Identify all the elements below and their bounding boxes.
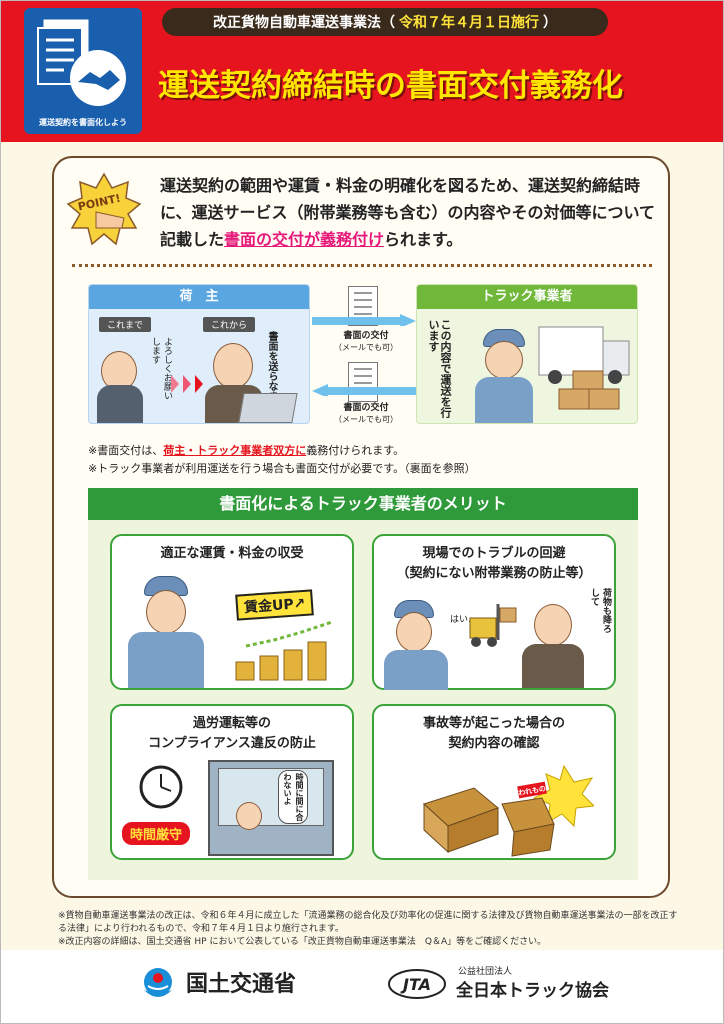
- main-card: POINT! 運送契約の範囲や運賃・料金の明確化を図るため、運送契約締結時に、運…: [52, 156, 670, 898]
- merit-3-title: 過労運転等の コンプライアンス違反の防止: [148, 716, 316, 751]
- intro-text-main: 運送契約の範囲や運賃・料金の明確化を図るため、運送契約締結時に、運送サービス（附…: [160, 176, 656, 249]
- after-speech: 書面を送らなきゃ: [266, 331, 277, 411]
- notes: ※書面交付は、荷主・トラック事業者双方に義務付けられます。 ※トラック事業者が利…: [88, 442, 476, 478]
- merit-1-title: 適正な運賃・料金の収受: [160, 546, 304, 561]
- merit-1-face: [146, 590, 186, 634]
- shipper-before-body: [97, 385, 143, 423]
- footnote-1: ※貨物自動車運送事業法の改正は、令和６年４月に成立した「流通業務の総合化及び効率…: [58, 911, 678, 934]
- merit-avoid-trouble: 現場でのトラブルの回避 （契約にない附帯業務の防止等） はい… 荷物も降ろして: [372, 534, 616, 690]
- merit-compliance: 過労運転等の コンプライアンス違反の防止 時間厳守 時間に間に合わないよ: [110, 704, 354, 860]
- note-1-highlight: 荷主・トラック事業者双方に: [163, 444, 307, 457]
- jta-logo-icon: JTA: [388, 969, 446, 999]
- laptop-icon: [238, 393, 298, 423]
- arrow-left-icon: [312, 384, 416, 396]
- note-2: ※トラック事業者が利用運送を行う場合も書面交付が必要です。（裏面を参照）: [88, 462, 476, 475]
- intro-highlight: 書面の交付が義務付け: [224, 230, 385, 249]
- on-time-stamp: 時間厳守: [122, 822, 191, 845]
- merit-2-shipper-body: [522, 644, 584, 688]
- mlit-logo-icon: [144, 968, 172, 997]
- law-effective-pill: 改正貨物自動車運送事業法（令和７年４月１日施行）: [162, 8, 608, 36]
- merit-fair-fare: 適正な運賃・料金の収受 賃金UP↗: [110, 534, 354, 690]
- document-handshake-icon: [37, 19, 126, 106]
- carrier-panel: トラック事業者 この内容で運送を行います: [416, 284, 638, 424]
- footer: 国土交通省 JTA 公益社団法人 全日本トラック協会: [0, 950, 724, 1024]
- doc-label-1: 書面の交付 （メールでも可）: [316, 330, 416, 354]
- mlit-name: 国土交通省: [186, 972, 297, 997]
- carrier-speech: この内容で運送を行います: [427, 319, 452, 418]
- shipper-before-face: [101, 351, 137, 391]
- carrier-header: トラック事業者: [417, 285, 637, 309]
- doc-label-2-main: 書面の交付: [343, 403, 389, 413]
- note-1-a: ※書面交付は、: [88, 444, 164, 457]
- doc-label-1-main: 書面の交付: [343, 331, 389, 341]
- coin-stack-icon: [235, 620, 333, 681]
- page-title: 運送契約締結時の書面交付義務化: [158, 68, 623, 104]
- merit-2-body: [384, 650, 448, 690]
- merit-2-speech-a: はい…: [450, 615, 478, 625]
- law-pill-close: ）: [543, 15, 557, 31]
- intro-text-end: られます。: [384, 230, 463, 249]
- doc-label-2: 書面の交付 （メールでも可）: [316, 402, 416, 426]
- contract-logo: 運送契約を書面化しよう: [24, 8, 142, 134]
- jta-name: 全日本トラック協会: [456, 981, 609, 1001]
- note-1: ※書面交付は、荷主・トラック事業者双方に義務付けられます。: [88, 442, 476, 460]
- arrow-right-icon: [312, 314, 416, 326]
- jta-logo-text: JTA: [400, 975, 431, 994]
- before-tag: これまで: [99, 317, 152, 332]
- clock-icon: [139, 765, 183, 809]
- divider: [72, 264, 652, 267]
- after-tag: これから: [203, 317, 256, 332]
- jta-org-type: 公益社団法人: [458, 967, 513, 977]
- merits-heading: 書面化によるトラック事業者のメリット: [88, 488, 638, 520]
- footnotes: ※貨物自動車運送事業法の改正は、令和６年４月に成立した「流通業務の総合化及び効率…: [58, 910, 678, 949]
- document-icon-2: [348, 362, 378, 402]
- fare-up-stamp: 賃金UP↗: [235, 589, 315, 621]
- merit-2-title: 現場でのトラブルの回避 （契約にない附帯業務の防止等）: [396, 546, 592, 581]
- law-name: 改正貨物自動車運送事業法（: [213, 15, 395, 31]
- damaged-boxes-icon: われもの: [423, 764, 594, 857]
- before-speech: よろしくお願いします: [150, 337, 172, 400]
- merits-section: 書面化によるトラック事業者のメリット 適正な運賃・料金の収受 賃金UP↗ 現場で…: [88, 488, 638, 880]
- merit-3-speech: 時間に間に合わないよ: [278, 770, 308, 824]
- doc-label-2-sub: （メールでも可）: [334, 415, 398, 424]
- intro-paragraph: 運送契約の範囲や運賃・料金の明確化を図るため、運送契約締結時に、運送サービス（附…: [160, 172, 660, 253]
- truck-icon: [538, 326, 630, 410]
- merit-2-shipper-face: [534, 604, 572, 646]
- chevron-arrows-icon: [171, 375, 203, 393]
- doc-label-1-sub: （メールでも可）: [334, 343, 398, 352]
- effective-date: 令和７年４月１日施行: [399, 15, 539, 31]
- merit-2-speech-b: 荷物も降ろして: [589, 588, 611, 633]
- point-hand-icon: POINT!: [66, 172, 142, 246]
- note-1-b: 義務付けられます。: [306, 444, 405, 457]
- forklift-icon: [469, 604, 517, 647]
- carrier-face: [485, 341, 523, 379]
- shipper-after-face: [213, 343, 253, 389]
- header-banner: 運送契約を書面化しよう 改正貨物自動車運送事業法（令和７年４月１日施行） 運送契…: [0, 0, 724, 142]
- merit-4-title: 事故等が起こった場合の 契約内容の確認: [422, 716, 566, 751]
- shipper-header: 荷 主: [89, 285, 309, 309]
- windshield: [218, 768, 324, 826]
- merit-1-body: [128, 632, 204, 688]
- driver-face: [236, 802, 262, 830]
- footnote-2: ※改正内容の詳細は、国土交通省 HP において公表している「改正貨物自動車運送事…: [58, 937, 547, 947]
- merit-accident-check: 事故等が起こった場合の 契約内容の確認 われもの: [372, 704, 616, 860]
- merit-2-face: [396, 612, 432, 652]
- logo-caption: 運送契約を書面化しよう: [39, 118, 127, 127]
- carrier-body: [475, 377, 533, 423]
- shipper-panel: 荷 主 これまで これから よろしくお願いします 書面を送らなきゃ: [88, 284, 310, 424]
